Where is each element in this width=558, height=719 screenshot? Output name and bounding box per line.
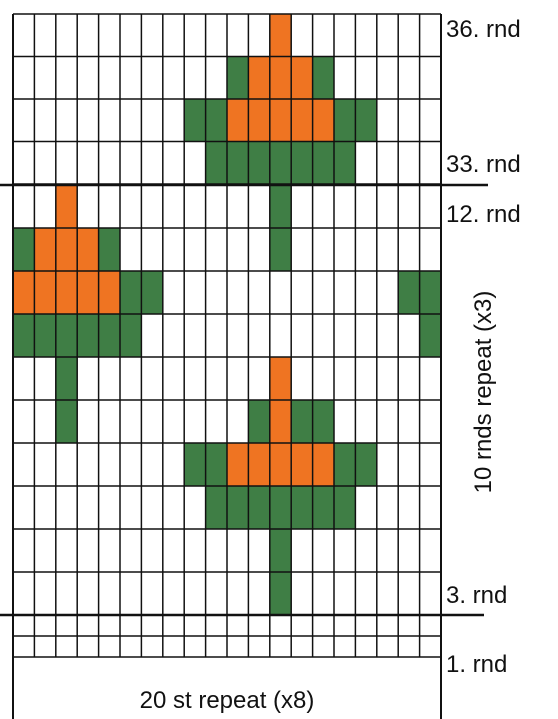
green-stitch xyxy=(99,314,120,357)
orange-stitch xyxy=(248,443,269,486)
green-stitch xyxy=(313,142,334,185)
green-stitch xyxy=(206,443,227,486)
green-stitch xyxy=(334,142,355,185)
green-stitch xyxy=(227,142,248,185)
green-stitch xyxy=(291,142,312,185)
green-stitch xyxy=(56,314,77,357)
label-repeat-rows: 10 rnds repeat (x3) xyxy=(470,291,497,494)
green-stitch xyxy=(355,99,376,142)
green-stitch xyxy=(313,57,334,100)
orange-stitch xyxy=(56,185,77,228)
green-stitch xyxy=(291,400,312,443)
green-stitch xyxy=(270,529,291,572)
green-stitch xyxy=(206,99,227,142)
label-rnd-3: 3. rnd xyxy=(446,582,507,609)
green-stitch xyxy=(420,271,441,314)
green-stitch xyxy=(206,142,227,185)
orange-stitch xyxy=(270,57,291,100)
green-stitch xyxy=(120,271,141,314)
orange-stitch xyxy=(270,400,291,443)
green-stitch xyxy=(398,271,419,314)
green-stitch xyxy=(120,314,141,357)
orange-stitch xyxy=(313,443,334,486)
orange-stitch xyxy=(56,271,77,314)
green-stitch xyxy=(270,142,291,185)
green-stitch xyxy=(206,486,227,529)
green-stitch xyxy=(34,314,55,357)
green-stitch xyxy=(420,314,441,357)
green-stitch xyxy=(99,228,120,271)
green-stitch xyxy=(270,572,291,615)
orange-stitch xyxy=(291,99,312,142)
green-stitch xyxy=(313,486,334,529)
label-rnd-1: 1. rnd xyxy=(446,651,507,678)
orange-stitch xyxy=(270,443,291,486)
orange-stitch xyxy=(248,57,269,100)
label-rnd-12: 12. rnd xyxy=(446,201,521,228)
green-stitch xyxy=(270,185,291,228)
orange-stitch xyxy=(227,99,248,142)
green-stitch xyxy=(248,400,269,443)
green-stitch xyxy=(270,486,291,529)
green-stitch xyxy=(334,99,355,142)
orange-stitch xyxy=(77,271,98,314)
green-stitch xyxy=(248,486,269,529)
label-repeat-stitches: 20 st repeat (x8) xyxy=(140,687,315,714)
green-stitch xyxy=(248,142,269,185)
orange-stitch xyxy=(34,271,55,314)
green-stitch xyxy=(184,99,205,142)
green-stitch xyxy=(334,486,355,529)
orange-stitch xyxy=(270,14,291,57)
green-stitch xyxy=(291,486,312,529)
orange-stitch xyxy=(77,228,98,271)
orange-stitch xyxy=(270,99,291,142)
green-stitch xyxy=(141,271,162,314)
green-stitch xyxy=(227,57,248,100)
label-rnd-33: 33. rnd xyxy=(446,151,521,178)
orange-stitch xyxy=(99,271,120,314)
label-rnd-36: 36. rnd xyxy=(446,16,521,43)
green-stitch xyxy=(313,400,334,443)
green-stitch xyxy=(270,228,291,271)
green-stitch xyxy=(13,314,34,357)
green-stitch xyxy=(13,228,34,271)
green-stitch xyxy=(77,314,98,357)
orange-stitch xyxy=(34,228,55,271)
green-stitch xyxy=(56,357,77,400)
green-stitch xyxy=(334,443,355,486)
orange-stitch xyxy=(313,99,334,142)
orange-stitch xyxy=(56,228,77,271)
orange-stitch xyxy=(291,443,312,486)
green-stitch xyxy=(56,400,77,443)
chart-grid xyxy=(13,14,441,719)
green-stitch xyxy=(184,443,205,486)
orange-stitch xyxy=(227,443,248,486)
orange-stitch xyxy=(291,57,312,100)
orange-stitch xyxy=(248,99,269,142)
green-stitch xyxy=(355,443,376,486)
green-stitch xyxy=(227,486,248,529)
orange-stitch xyxy=(270,357,291,400)
orange-stitch xyxy=(13,271,34,314)
